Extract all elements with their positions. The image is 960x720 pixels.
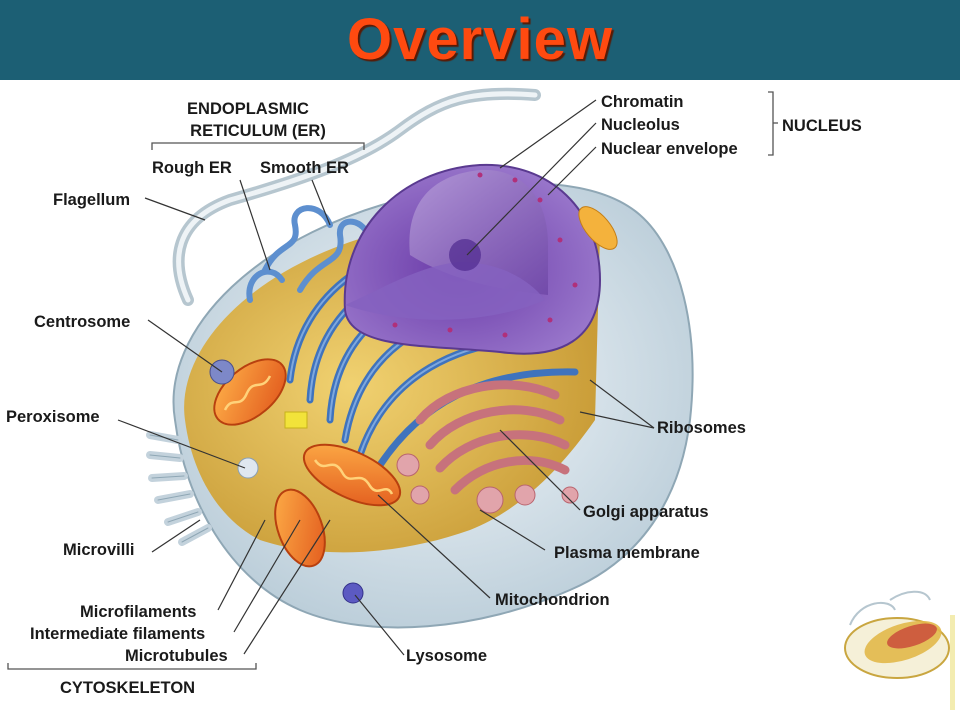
label-ribosomes: Ribosomes: [657, 419, 746, 437]
label-chromatin: Chromatin: [601, 93, 684, 111]
rough-er-leader: [239, 179, 271, 271]
peroxisome-leader: [117, 419, 246, 469]
microfilaments-leader: [217, 519, 266, 611]
plasma-membrane-leader: [479, 509, 546, 551]
nucleolus-shape: [449, 239, 481, 271]
label-microvilli: Microvilli: [63, 541, 135, 559]
label-er-group-2: RETICULUM (ER): [190, 122, 326, 140]
mitochondrion-leader: [377, 494, 491, 599]
mitochondrion-shape: [213, 358, 402, 568]
smooth-er-shape: [246, 205, 373, 303]
label-rough-er: Rough ER: [152, 159, 232, 177]
label-mitochondrion: Mitochondrion: [495, 591, 610, 609]
thumbnail-cell-image: [844, 590, 955, 710]
label-centrosome: Centrosome: [34, 313, 130, 331]
lysosome-shape: [342, 582, 364, 604]
peroxisome-shape: [237, 457, 259, 479]
nucleolus-leader: [466, 122, 597, 256]
title-bar: [0, 0, 960, 80]
slide-title: Overview: [347, 7, 613, 72]
nuclear-envelope-leader: [547, 146, 597, 196]
label-golgi: Golgi apparatus: [583, 503, 709, 521]
label-cytoskeleton: CYTOSKELETON: [60, 679, 195, 697]
microtubules-leader: [243, 519, 331, 655]
intermediate-filaments-leader: [233, 519, 301, 633]
chromatin-leader: [499, 99, 597, 169]
label-peroxisome: Peroxisome: [6, 408, 100, 426]
ribosomes-leader-1: [589, 379, 655, 429]
label-nuclear-envelope: Nuclear envelope: [601, 140, 738, 158]
golgi-leader: [499, 429, 581, 511]
ribosomes-leader-2: [579, 411, 655, 429]
label-nucleolus: Nucleolus: [601, 116, 680, 134]
microvilli-leader: [151, 519, 201, 553]
nucleus-bracket: [768, 91, 778, 156]
label-lysosome: Lysosome: [406, 647, 487, 665]
er-bracket: [151, 142, 365, 150]
label-er-group: ENDOPLASMIC: [187, 100, 309, 118]
lysosome-leader: [354, 594, 405, 656]
label-plasma-membrane: Plasma membrane: [554, 544, 700, 562]
cytoskeleton-bracket: [7, 663, 257, 670]
label-microtubules: Microtubules: [125, 647, 228, 665]
label-nucleus: NUCLEUS: [782, 117, 862, 135]
label-microfilaments: Microfilaments: [80, 603, 196, 621]
golgi-shape: [415, 380, 570, 495]
label-smooth-er: Smooth ER: [260, 159, 349, 177]
label-intermediate-filaments: Intermediate filaments: [30, 625, 205, 643]
centrosome-leader: [147, 319, 223, 373]
smooth-er-leader: [311, 179, 331, 226]
label-flagellum: Flagellum: [53, 191, 130, 209]
flagellum-leader: [144, 197, 206, 221]
